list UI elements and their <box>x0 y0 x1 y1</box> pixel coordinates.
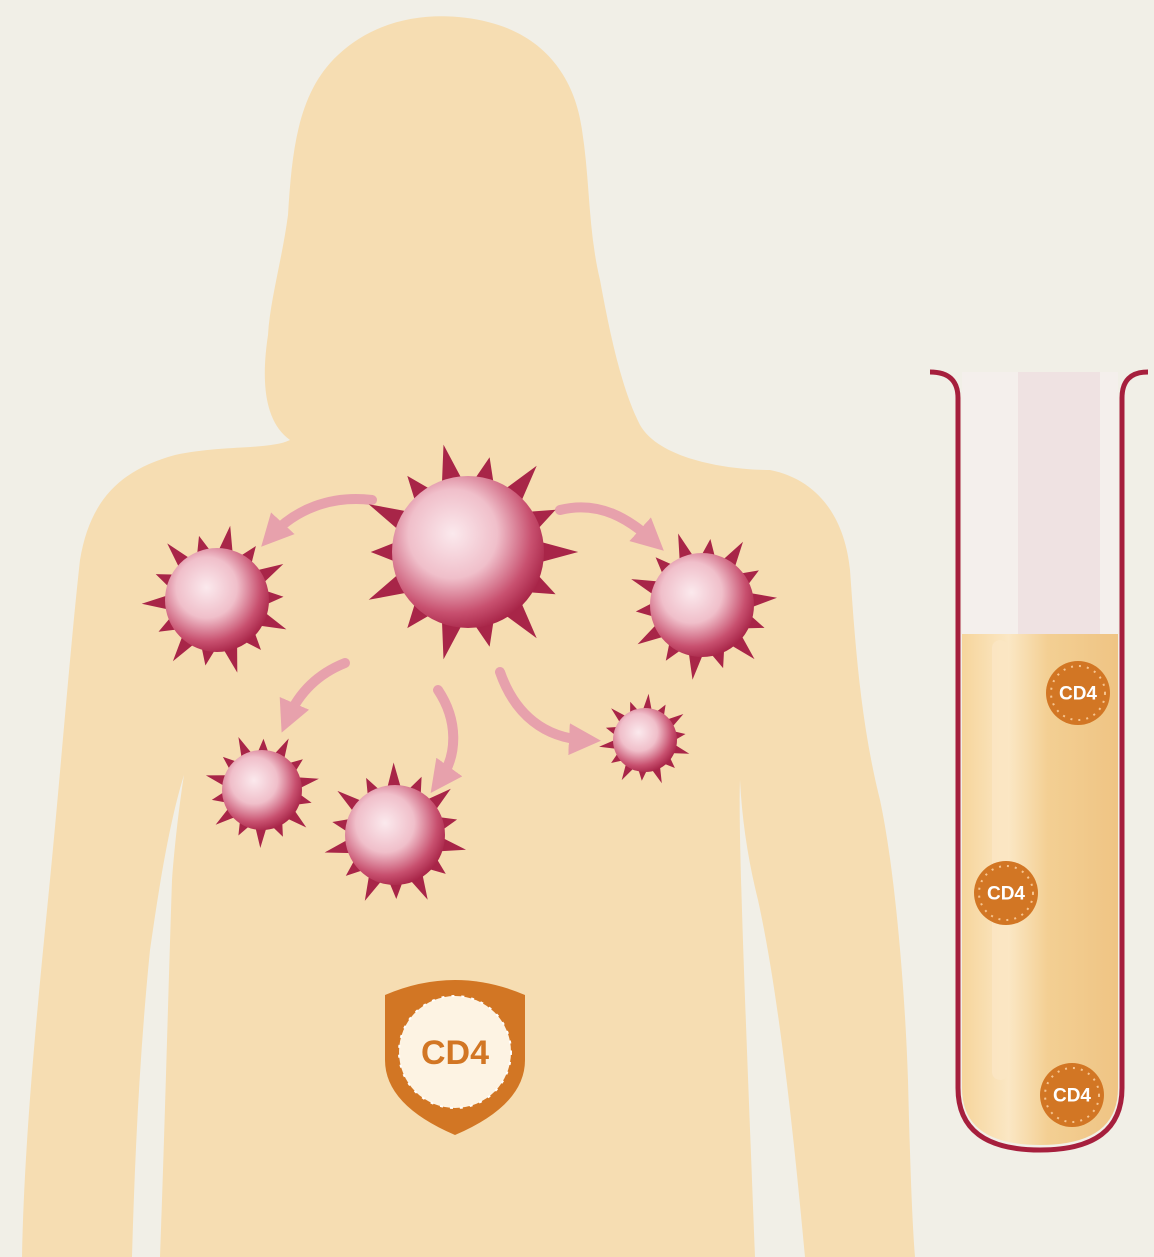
tube-cd4-cell: CD4 <box>1046 661 1110 725</box>
tube-cd4-cell: CD4 <box>974 861 1038 925</box>
cd4-cell-label: CD4 <box>1059 684 1097 705</box>
virus-icon <box>345 785 445 885</box>
tube-liquid-highlight <box>992 640 1008 1080</box>
virus-icon <box>613 708 677 772</box>
tube-cd4-cell: CD4 <box>1040 1063 1104 1127</box>
virus-icon <box>650 553 754 657</box>
virus-icon <box>392 476 544 628</box>
virus-icon <box>165 548 269 652</box>
cd4-cell-label: CD4 <box>1053 1086 1091 1107</box>
shield-label: CD4 <box>421 1034 489 1072</box>
tube-glass-reflection <box>1018 372 1100 634</box>
virus-icon <box>222 750 302 830</box>
cd4-cell-label: CD4 <box>987 884 1025 905</box>
